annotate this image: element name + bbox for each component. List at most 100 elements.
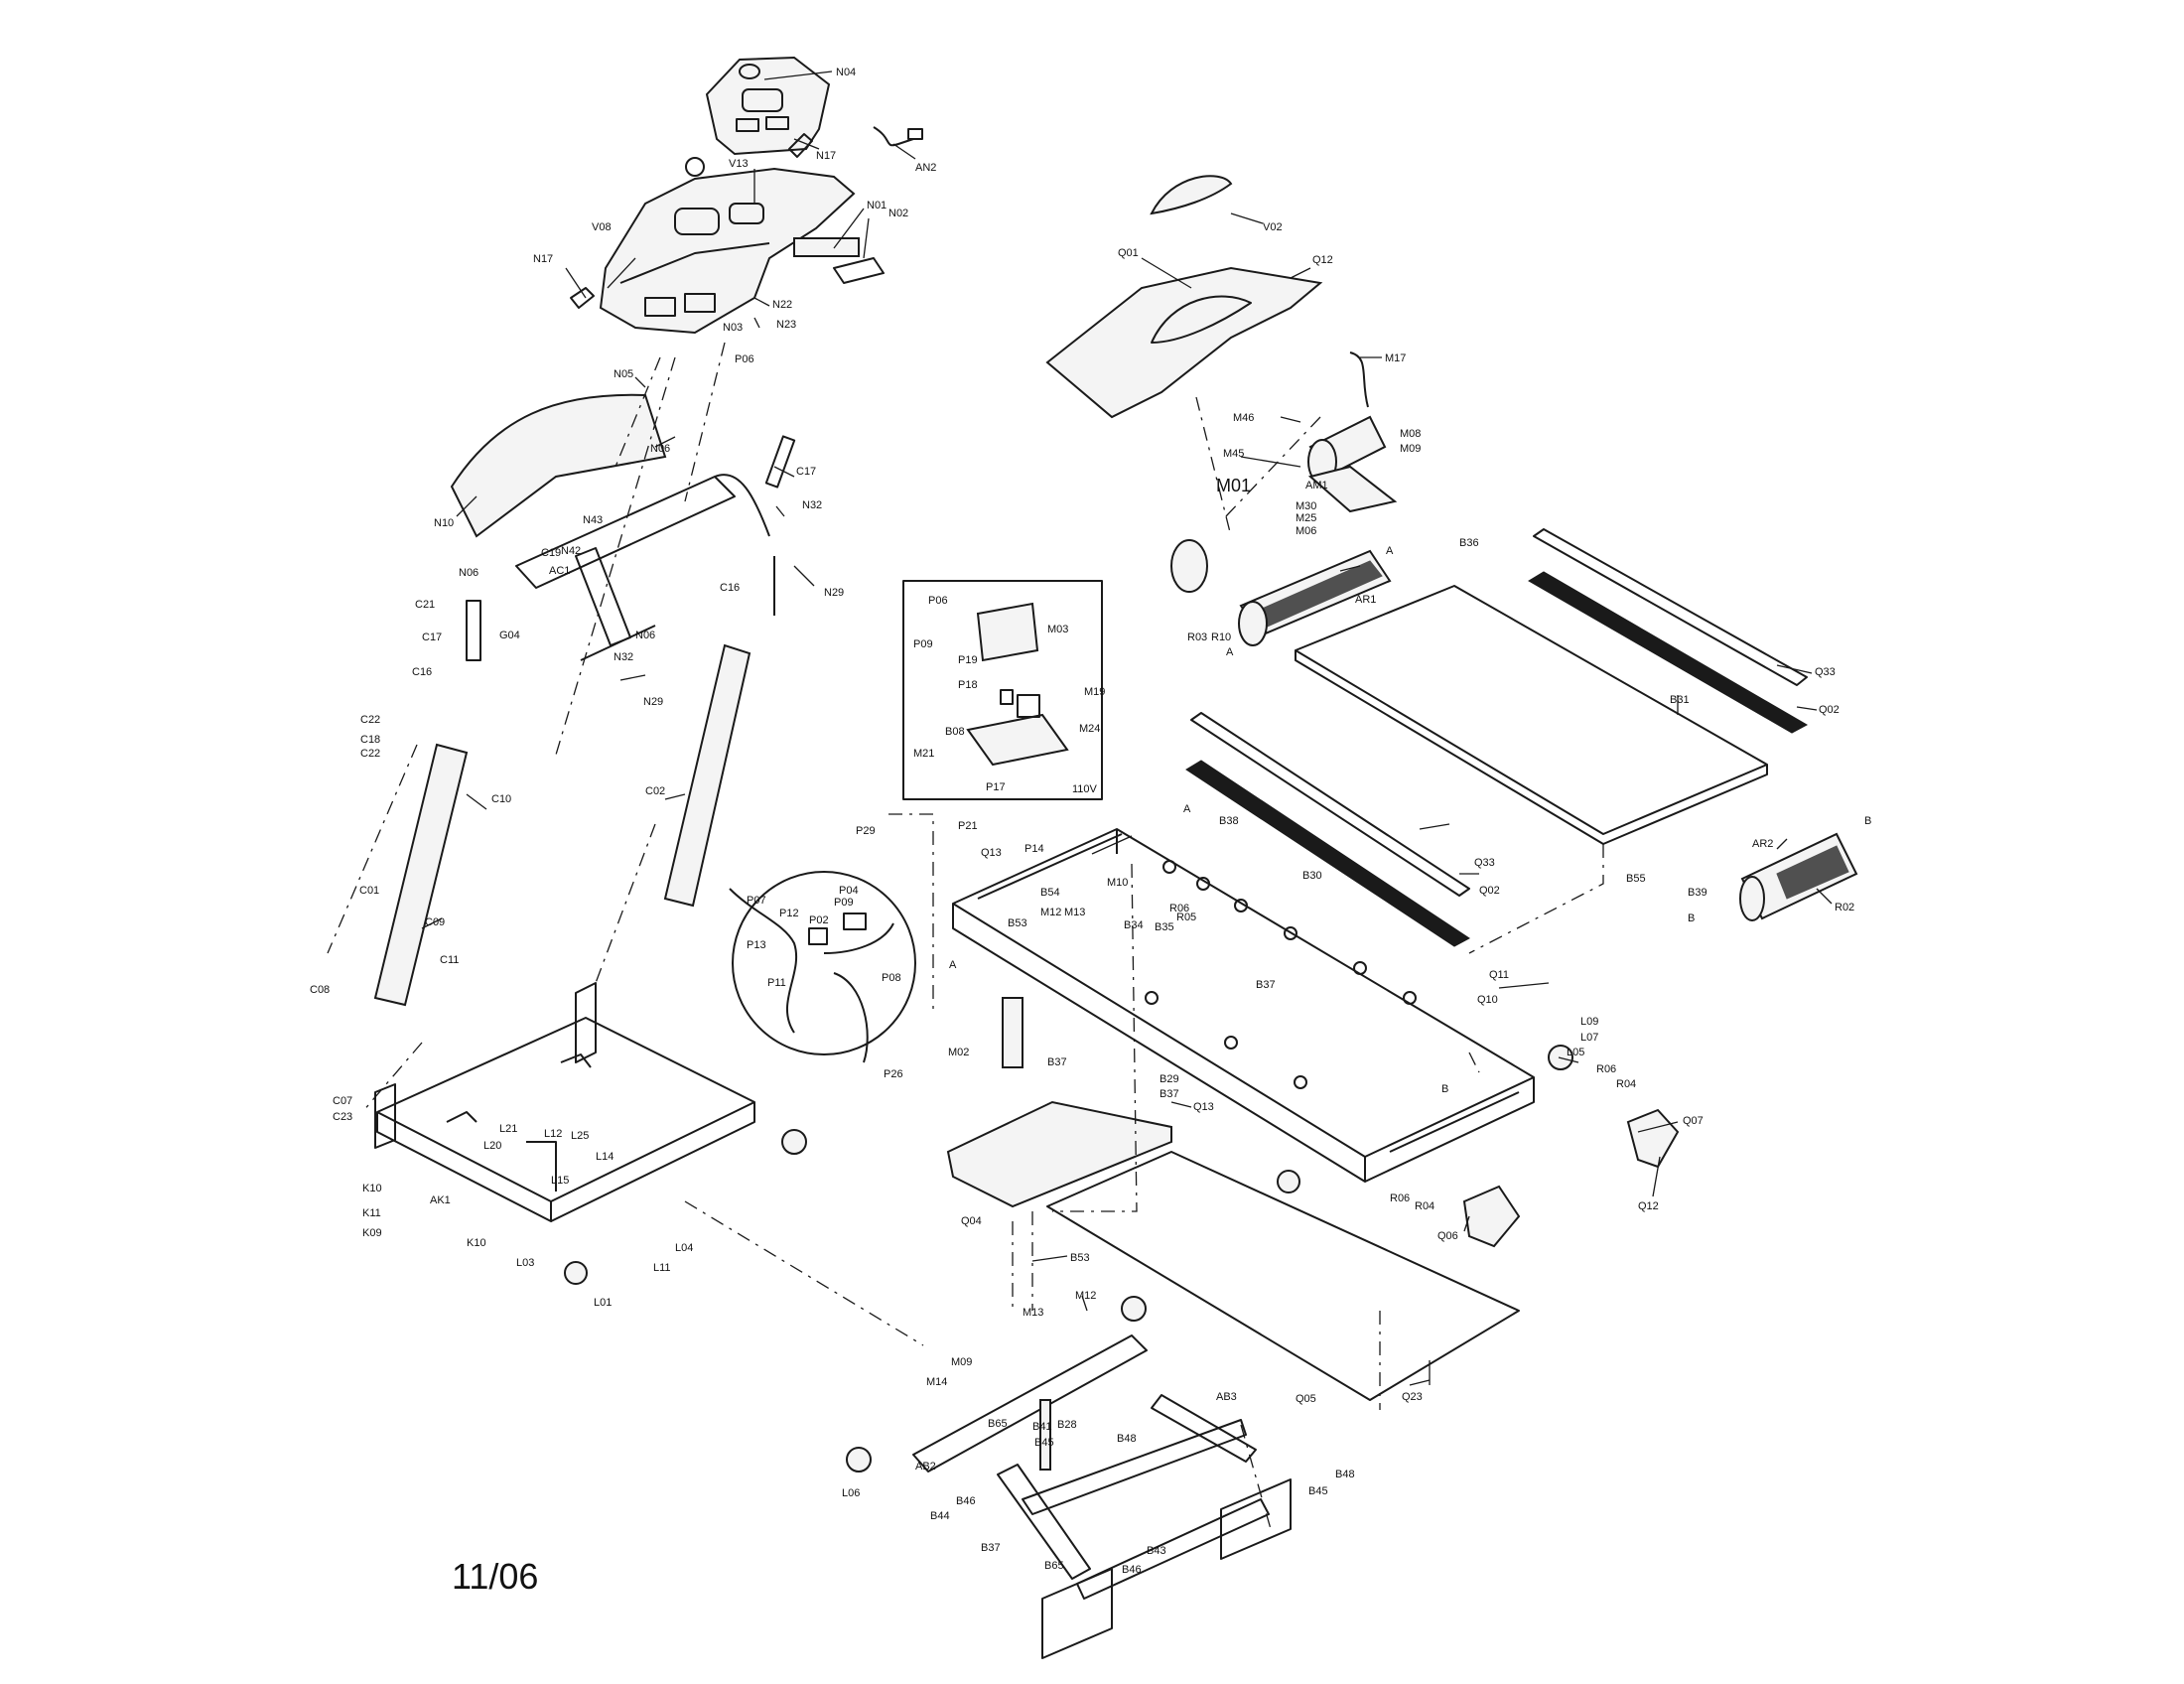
callout-m12-b: M12 <box>1075 1290 1096 1302</box>
callout-q02-right: Q02 <box>1819 704 1840 716</box>
part-callout-labels: N04 N17 AN2 V13 N01 N02 V08 N17 N22 N23 … <box>310 67 1871 1597</box>
callout-r04-b: R04 <box>1415 1200 1434 1212</box>
section-mark-a-3: A <box>1183 803 1191 815</box>
callout-b43: B43 <box>1147 1545 1166 1557</box>
callout-q11: Q11 <box>1489 969 1509 981</box>
left-side-rail <box>1190 712 1470 897</box>
motor-shield-part <box>946 1100 1172 1208</box>
callout-r04-a: R04 <box>1616 1078 1636 1090</box>
callout-b35: B35 <box>1155 921 1174 933</box>
callout-inset-m21: M21 <box>913 748 934 760</box>
callout-m06: M06 <box>1296 525 1316 537</box>
callout-m46: M46 <box>1233 412 1254 424</box>
right-side-rail <box>1533 528 1808 686</box>
callout-c16-a: C16 <box>412 666 432 678</box>
callout-l04: L04 <box>675 1242 693 1254</box>
callout-c02: C02 <box>645 785 665 797</box>
callout-n32-b: N32 <box>802 499 822 511</box>
callout-m10: M10 <box>1107 877 1128 889</box>
callout-n42: N42 <box>561 545 581 557</box>
callout-c10: C10 <box>491 793 511 805</box>
hood-cap-part <box>1150 175 1233 215</box>
callout-c23: C23 <box>333 1111 352 1123</box>
callout-g04: G04 <box>499 630 520 641</box>
motor-hood-part <box>1045 266 1323 419</box>
callout-c19: C19 <box>541 547 561 559</box>
callout-l03: L03 <box>516 1257 534 1269</box>
callout-b48-b: B48 <box>1335 1469 1355 1480</box>
hood-cover-part <box>450 393 667 538</box>
callout-b53-a: B53 <box>1008 917 1027 929</box>
callout-n17: N17 <box>816 150 836 162</box>
callout-m09: M09 <box>951 1356 972 1368</box>
console-assembly <box>570 56 923 335</box>
callout-n04: N04 <box>836 67 856 78</box>
callout-b28: B28 <box>1057 1419 1077 1431</box>
bottom-plate-part <box>1046 1151 1520 1401</box>
callout-b36: B36 <box>1459 537 1479 549</box>
callout-c07: C07 <box>333 1095 352 1107</box>
callout-b65-a: B65 <box>988 1418 1008 1430</box>
callout-l09: L09 <box>1580 1016 1598 1028</box>
callout-p08: P08 <box>882 972 901 984</box>
callout-n06-a: N06 <box>650 443 670 455</box>
callout-q04: Q04 <box>961 1215 982 1227</box>
callout-b45-a: B45 <box>1034 1437 1054 1449</box>
lift-assembly <box>846 1296 1292 1659</box>
callout-ak1: AK1 <box>430 1194 451 1206</box>
callout-n23: N23 <box>776 319 796 331</box>
inset-voltage-label: 110V <box>1072 783 1098 795</box>
callout-q12: Q12 <box>1312 254 1333 266</box>
front-roller <box>1238 549 1392 646</box>
callout-ac1: AC1 <box>549 565 570 577</box>
callout-n06-b: N06 <box>459 567 478 579</box>
callout-n17-left: N17 <box>533 253 553 265</box>
callout-m09: M09 <box>1400 443 1421 455</box>
callout-n01: N01 <box>867 200 887 211</box>
callout-inset-m19: M19 <box>1084 686 1105 698</box>
controller-inset-box <box>902 580 1103 800</box>
callout-r06-b: R06 <box>1596 1063 1616 1075</box>
callout-l05: L05 <box>1567 1047 1584 1058</box>
callout-p06: P06 <box>735 353 754 365</box>
rear-end-cap-left <box>1462 1185 1521 1248</box>
callout-b48-a: B48 <box>1117 1433 1137 1445</box>
callout-inset-b08: B08 <box>945 726 965 738</box>
callout-b55: B55 <box>1626 873 1646 885</box>
handlebar-frame <box>466 435 796 661</box>
callout-q23: Q23 <box>1402 1391 1423 1403</box>
callout-n05: N05 <box>614 368 633 380</box>
callout-l20: L20 <box>483 1140 501 1152</box>
callout-c11: C11 <box>440 954 459 966</box>
callout-p29: P29 <box>856 825 876 837</box>
right-upright-part <box>663 643 751 908</box>
callout-l21: L21 <box>499 1123 517 1135</box>
callout-p14: P14 <box>1024 843 1044 855</box>
callout-n32-a: N32 <box>614 651 633 663</box>
callout-p12: P12 <box>779 908 799 919</box>
callout-q02-left: Q02 <box>1479 885 1500 897</box>
callout-m45: M45 <box>1223 448 1244 460</box>
rear-end-cap-right <box>1626 1108 1680 1169</box>
callout-c18: C18 <box>360 734 380 746</box>
callout-r06-c: R06 <box>1390 1193 1410 1204</box>
callout-q05: Q05 <box>1296 1393 1316 1405</box>
callout-m02: M02 <box>948 1047 969 1058</box>
rear-roller <box>1739 832 1858 921</box>
callout-n10: N10 <box>434 517 454 529</box>
callout-b54: B54 <box>1040 887 1060 899</box>
callout-p07: P07 <box>747 895 766 907</box>
callout-b29: B29 <box>1160 1073 1179 1085</box>
callout-k11: K11 <box>362 1207 381 1219</box>
callout-b31: B31 <box>1670 694 1690 706</box>
callout-r05: R05 <box>1176 912 1196 923</box>
callout-b65-b: B65 <box>1044 1560 1064 1572</box>
callout-c17-right: C17 <box>796 466 816 478</box>
callout-n29-a: N29 <box>643 696 663 708</box>
callout-q33-right: Q33 <box>1815 666 1836 678</box>
callout-r02: R02 <box>1835 902 1854 913</box>
callout-b39: B39 <box>1688 887 1707 899</box>
section-mark-b-1: B <box>1864 815 1871 827</box>
callout-p11: P11 <box>767 977 786 989</box>
